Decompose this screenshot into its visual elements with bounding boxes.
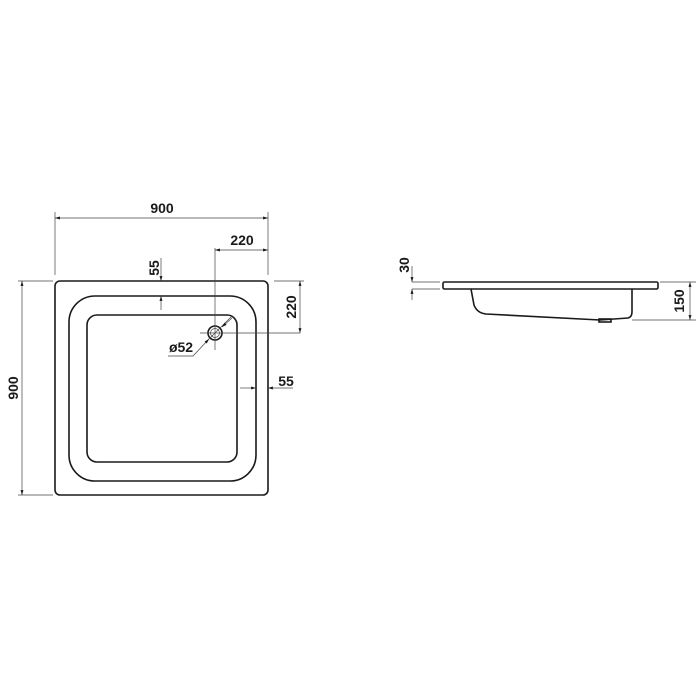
rim-height-label: 30: [396, 257, 412, 273]
plan-view: 900 220 55 220 ø52 55 900: [5, 200, 304, 496]
side-view: 30 150: [396, 257, 696, 323]
drain-outlet: [598, 318, 612, 323]
basin-outer: [68, 295, 257, 482]
basin-profile: [470, 288, 633, 321]
drain-offset-y-label: 220: [283, 295, 299, 319]
basin-inner: [86, 314, 238, 463]
tray-rim: [442, 281, 659, 290]
drain-offset-x-label: 220: [230, 232, 254, 248]
drain-diameter-label: ø52: [169, 339, 193, 355]
rim-top-label: 55: [146, 260, 162, 276]
rim-side-label: 55: [278, 373, 294, 389]
total-height-label: 150: [671, 289, 687, 313]
depth-label: 900: [5, 376, 21, 400]
width-label: 900: [150, 200, 174, 216]
